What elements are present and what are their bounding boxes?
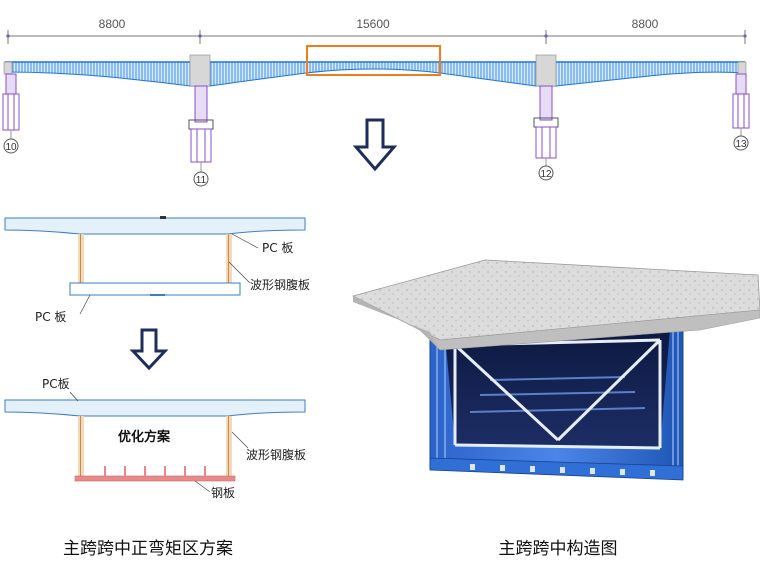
pier-marker-12 <box>538 165 554 181</box>
down-arrow-small-icon <box>129 328 169 371</box>
span-length-main: 15600 <box>356 17 390 31</box>
pc-slab-label-top: PC 板 <box>262 241 293 255</box>
pc-top-slab <box>4 217 306 235</box>
caption-left: 主跨跨中正弯矩区方案 <box>63 539 233 559</box>
pier-10 <box>2 73 20 140</box>
bridge-elevation: 8800 15600 8800 10 11 <box>2 17 750 187</box>
pier-number-13: 13 <box>735 139 747 150</box>
plate-stiffeners <box>104 466 206 476</box>
midspan-highlight-box <box>306 45 441 76</box>
pier-segment-11 <box>189 54 211 87</box>
corrugated-web-right <box>226 234 232 284</box>
pier-number-12: 12 <box>540 169 552 180</box>
dimension-line <box>6 30 747 44</box>
corrugated-web-right-optimized <box>226 416 232 476</box>
pier-11 <box>188 85 214 172</box>
optimized-scheme-label: 优化方案 <box>118 429 171 445</box>
pier-number-10: 10 <box>5 142 17 153</box>
steel-bottom-plate <box>74 475 236 482</box>
pc-top-slab-optimized <box>4 399 306 417</box>
pier-13 <box>732 73 750 136</box>
corrugated-web-label: 波形钢腹板 <box>250 278 310 292</box>
box-interior <box>445 330 670 448</box>
pc-bottom-slab <box>69 282 241 296</box>
pier-marker-13 <box>733 135 749 151</box>
pier-marker-11 <box>193 171 209 187</box>
corrugated-web-label-optimized: 波形钢腹板 <box>246 448 306 462</box>
corrugated-web-left <box>78 234 84 284</box>
midspan-3d-model <box>351 259 760 481</box>
pc-slab-label-bottom: PC 板 <box>35 310 66 324</box>
pc-slab-label-optimized: PC板 <box>42 377 70 391</box>
original-section <box>4 216 306 315</box>
pier-number-11: 11 <box>196 175 207 186</box>
span-length-side-right: 8800 <box>632 17 659 31</box>
corrugated-web-left-optimized <box>78 416 84 476</box>
span-length-side-left: 8800 <box>99 17 126 31</box>
pier-segment-12 <box>535 54 557 87</box>
optimized-section <box>4 391 306 493</box>
down-arrow-icon <box>352 118 398 172</box>
caption-right: 主跨跨中构造图 <box>499 539 618 559</box>
pier-marker-10 <box>3 138 19 154</box>
pier-12 <box>533 85 559 166</box>
steel-plate-label: 钢板 <box>211 486 235 500</box>
